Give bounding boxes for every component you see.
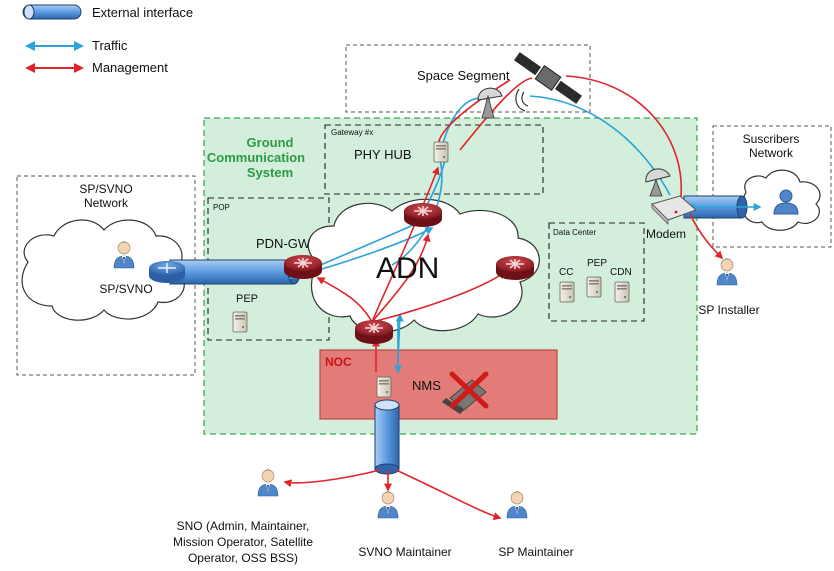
sp-svno-interface-cylinder — [169, 259, 301, 285]
data-center-box — [548, 222, 645, 322]
data-center-label: Data Center — [553, 228, 596, 237]
ground-comm-label-3: System — [247, 165, 293, 180]
pep-pop-label: PEP — [236, 293, 258, 305]
adn-label: ADN — [376, 252, 439, 285]
pep-dc-label: PEP — [587, 258, 607, 269]
nms-disabled-laptop-icon — [442, 371, 489, 414]
sp-svno-network-label-2: Network — [84, 196, 129, 210]
sp-installer-person-icon — [716, 258, 738, 286]
subscriber-user-icon — [773, 189, 799, 215]
cc-label: CC — [559, 267, 573, 278]
pop-label: POP — [213, 203, 230, 212]
sno-person-icon — [257, 469, 279, 497]
pdn-gw-label: PDN-GW — [256, 236, 311, 251]
sp-installer-label: SP Installer — [698, 303, 759, 317]
sp-svno-router — [149, 261, 185, 283]
cdn-server — [614, 281, 630, 303]
management-links — [283, 75, 724, 520]
subscriber-dish-icon — [645, 168, 671, 197]
legend-management-label: Management — [92, 60, 168, 75]
gateway-dish-icon — [477, 87, 503, 119]
sno-label-1: SNO (Admin, Maintainer, — [177, 519, 310, 533]
sp-svno-label: SP/SVNO — [99, 282, 152, 296]
sno-label-3: Operator, OSS BSS) — [188, 551, 298, 565]
phy-hub-server — [433, 141, 449, 163]
cc-server — [559, 281, 575, 303]
pep-pop-server — [232, 311, 248, 333]
modem-label: Modem — [646, 227, 686, 241]
phy-hub-label: PHY HUB — [354, 147, 412, 162]
subscribers-network-label-1: Suscribers — [743, 132, 800, 146]
nms-label: NMS — [412, 378, 441, 393]
noc-router — [354, 319, 394, 345]
space-segment-label: Space Segment — [417, 68, 510, 83]
gateway-label: Gateway #x — [331, 128, 373, 137]
nms-server — [376, 376, 392, 398]
sno-label-2: Mission Operator, Satellite — [173, 535, 313, 549]
pep-dc-server — [586, 276, 602, 298]
gateway-box — [324, 124, 544, 195]
legend-interface-label: External interface — [92, 5, 193, 20]
sp-maintainer-label: SP Maintainer — [498, 545, 573, 559]
adn-router-top — [403, 202, 443, 228]
svno-maintainer-label: SVNO Maintainer — [358, 545, 451, 559]
adn-router-right — [495, 255, 535, 281]
sp-maintainer-person-icon — [506, 491, 528, 519]
noc-label: NOC — [325, 355, 352, 369]
satellite-icon — [514, 52, 582, 112]
ground-comm-label-2: Communication — [207, 150, 305, 165]
cdn-label: CDN — [610, 267, 632, 278]
noc-box — [319, 349, 558, 420]
pdn-gw-router — [283, 254, 323, 280]
subscribers-network-label-2: Network — [749, 146, 794, 160]
legend-traffic-label: Traffic — [92, 38, 128, 53]
sp-svno-network-label-1: SP/SVNO — [79, 182, 132, 196]
legend-interface-cylinder — [22, 4, 82, 20]
ground-comm-label-1: Ground — [247, 135, 294, 150]
modem-icon — [651, 195, 697, 225]
nms-interface-cylinder — [374, 399, 400, 475]
svno-maintainer-person-icon — [377, 491, 399, 519]
